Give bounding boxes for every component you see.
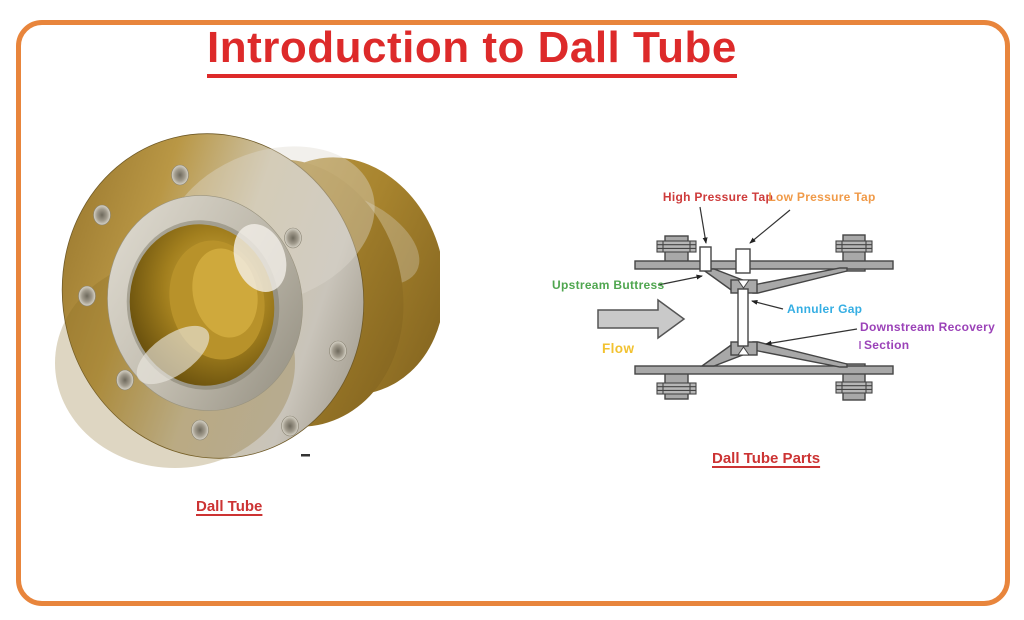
label-downstream-recovery: Downstream Recovery bbox=[860, 320, 995, 334]
label-low-pressure-tap: Low Pressure Tap bbox=[768, 190, 875, 204]
leader-downstream bbox=[765, 328, 858, 346]
high-pressure-tap bbox=[699, 246, 712, 272]
flange-bolts bbox=[656, 240, 873, 395]
label-high-pressure-tap: High Pressure Tap bbox=[663, 190, 773, 204]
dall-tube-diagram: High Pressure Tap Low Pressure Tap Upstr… bbox=[552, 190, 995, 401]
annular-gap-slot bbox=[737, 288, 749, 347]
flow-arrow bbox=[597, 298, 686, 340]
photo-caption: Dall Tube bbox=[196, 498, 263, 515]
label-flow: Flow bbox=[602, 341, 634, 356]
flange-blocks bbox=[664, 234, 866, 401]
throat-notch-bottom bbox=[737, 346, 750, 356]
label-section: Section bbox=[864, 338, 909, 352]
pipe-walls bbox=[634, 260, 894, 375]
leader-annuler bbox=[751, 299, 784, 310]
low-pressure-tap bbox=[735, 248, 751, 274]
photo-bore bbox=[107, 195, 303, 411]
dall-tube-photo bbox=[55, 133, 440, 468]
downstream-recovery-top bbox=[752, 267, 848, 294]
downstream-recovery-bottom bbox=[752, 341, 848, 368]
label-upstream-buttress: Upstream Buttress bbox=[552, 278, 664, 292]
leader-high-tap bbox=[699, 206, 708, 244]
photo-artifact-dash bbox=[301, 454, 310, 457]
diagram-caption: Dall Tube Parts bbox=[712, 450, 821, 467]
page-title: Introduction to Dall Tube bbox=[207, 23, 737, 79]
label-annuler-gap: Annuler Gap bbox=[787, 302, 862, 316]
throat-notch-top bbox=[737, 279, 750, 289]
leader-lines bbox=[657, 206, 858, 346]
leader-low-tap bbox=[749, 209, 791, 244]
leader-upstream bbox=[657, 274, 703, 286]
cone-bands bbox=[699, 267, 848, 368]
